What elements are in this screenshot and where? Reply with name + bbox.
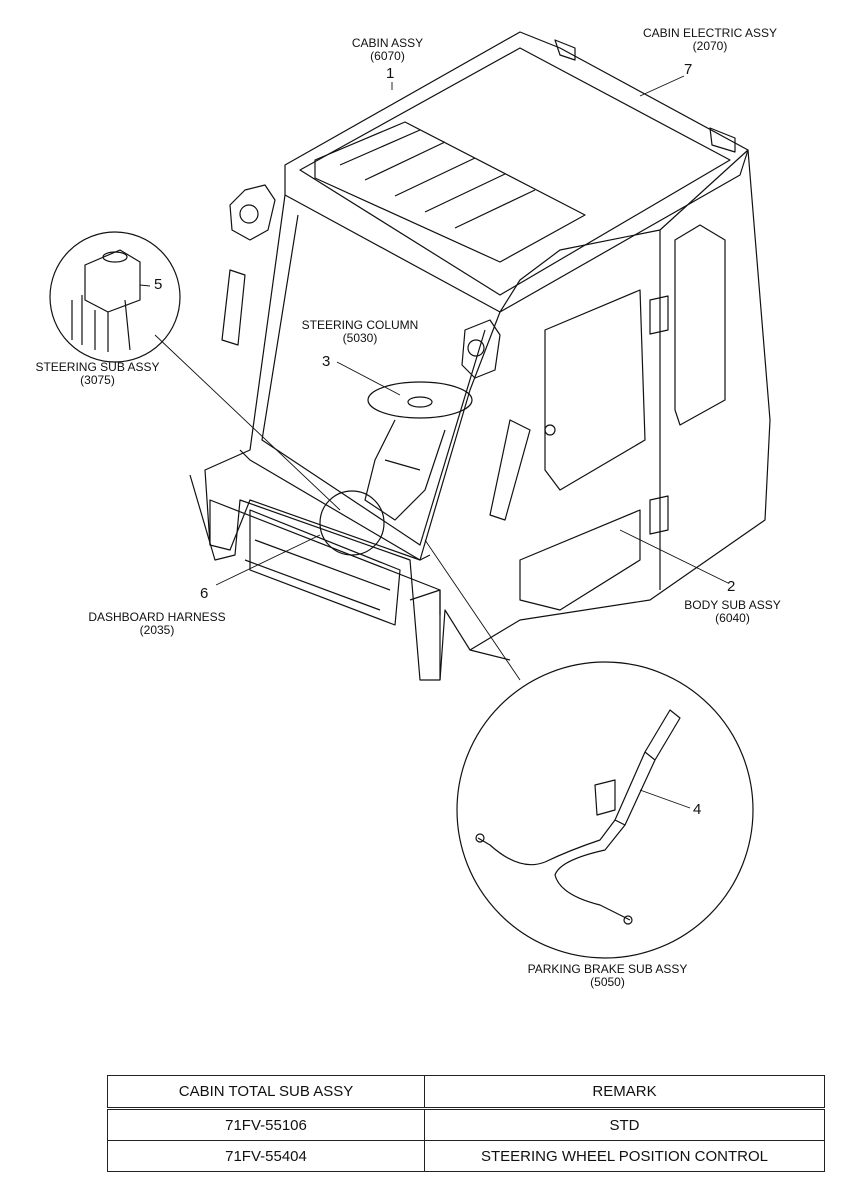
leader-lines bbox=[139, 75, 729, 809]
table-header-cabin-total-sub-assy: CABIN TOTAL SUB ASSY bbox=[107, 1075, 425, 1110]
callout-label-body-sub-assy: BODY SUB ASSY(6040) bbox=[684, 598, 781, 625]
table-cell-remark: STEERING WHEEL POSITION CONTROL bbox=[424, 1140, 825, 1172]
callout-number-4: 4 bbox=[693, 801, 702, 818]
callout-label-cabin-electric-assy: CABIN ELECTRIC ASSY(2070) bbox=[642, 26, 778, 53]
callout-label-cabin-assy: CABIN ASSY(6070) bbox=[351, 36, 424, 63]
table-cell-remark: STD bbox=[424, 1108, 825, 1141]
parking-brake-detail-circle bbox=[456, 661, 754, 959]
front-window-frame bbox=[204, 184, 501, 561]
cabin-exploded-diagram bbox=[49, 31, 771, 959]
table-header-row: CABIN TOTAL SUB ASSY REMARK bbox=[107, 1075, 825, 1110]
dashboard-detail-circle bbox=[319, 490, 385, 556]
callout-label-steering-column: STEERING COLUMN(5030) bbox=[301, 318, 419, 345]
steering-valve-drawing bbox=[71, 249, 141, 352]
table-row: 71FV-55404 STEERING WHEEL POSITION CONTR… bbox=[107, 1140, 825, 1172]
steering-column-drawing bbox=[364, 381, 473, 521]
callout-number-6: 6 bbox=[200, 585, 209, 602]
steering-sub-assy-detail-circle bbox=[49, 231, 181, 363]
callout-label-dashboard-harness: DASHBOARD HARNESS(2035) bbox=[88, 610, 226, 637]
cabin-sub-assy-table: CABIN TOTAL SUB ASSY REMARK 71FV-55106 S… bbox=[107, 1075, 825, 1172]
table-cell-part-number: 71FV-55404 bbox=[107, 1140, 425, 1172]
callout-number-2: 2 bbox=[727, 578, 736, 595]
callout-number-3: 3 bbox=[322, 353, 331, 370]
callout-label-parking-brake-sub-assy: PARKING BRAKE SUB ASSY(5050) bbox=[527, 962, 688, 989]
callout-number-5: 5 bbox=[154, 276, 163, 293]
table-cell-part-number: 71FV-55106 bbox=[107, 1108, 425, 1141]
cabin-roof bbox=[284, 31, 749, 313]
cabin-floor-dash bbox=[189, 474, 511, 681]
table-header-remark: REMARK bbox=[424, 1075, 825, 1110]
parking-brake-drawing bbox=[475, 709, 681, 925]
callout-label-steering-sub-assy: STEERING SUB ASSY(3075) bbox=[35, 360, 160, 387]
callout-number-7: 7 bbox=[684, 61, 693, 78]
table-row: 71FV-55106 STD bbox=[107, 1108, 825, 1141]
callout-number-1: 1 bbox=[386, 65, 395, 82]
cabin-body bbox=[469, 149, 771, 651]
